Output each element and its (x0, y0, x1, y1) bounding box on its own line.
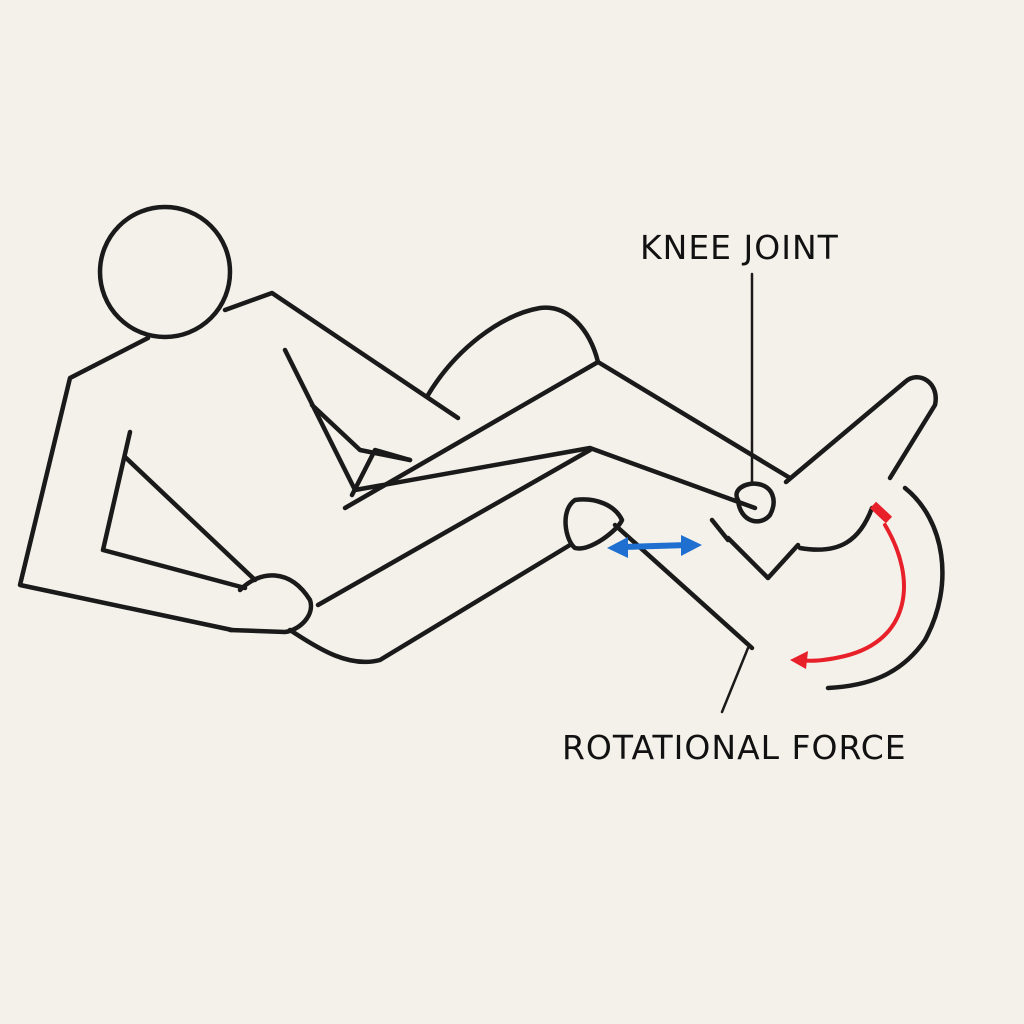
shin-front (709, 517, 731, 543)
front-fist (563, 497, 625, 551)
back-arm (100, 429, 248, 591)
shoulder-line (222, 290, 461, 421)
front-hand (349, 447, 413, 498)
lower-leg-upper (315, 447, 593, 608)
heel (797, 505, 875, 552)
rotation-arc-outer (825, 485, 945, 691)
back-thigh (425, 305, 601, 398)
double-headed-arrow-icon (607, 537, 628, 558)
rotational-force-leader (720, 646, 750, 714)
shin-top (352, 445, 758, 511)
rotation-arrow-red (798, 523, 906, 663)
back-arm-inner (122, 454, 258, 583)
front-arm (282, 347, 358, 493)
torso (17, 335, 235, 633)
upper-leg-top (342, 359, 793, 511)
lower-leg-lower (287, 542, 573, 665)
knee-joint-label: KNEE JOINT (640, 228, 839, 267)
head (97, 204, 233, 340)
near-hand (227, 573, 314, 635)
translation-arrow-shaft (619, 542, 691, 550)
rotation-arrow-red-cap (869, 501, 893, 524)
knee-joint-marker (734, 481, 776, 524)
curved-arrow-icon (790, 651, 808, 669)
foot (783, 375, 938, 485)
shin-bottom (725, 535, 801, 581)
translation-arrow-head-right (681, 535, 702, 556)
rotational-force-label: ROTATIONAL FORCE (562, 728, 907, 767)
